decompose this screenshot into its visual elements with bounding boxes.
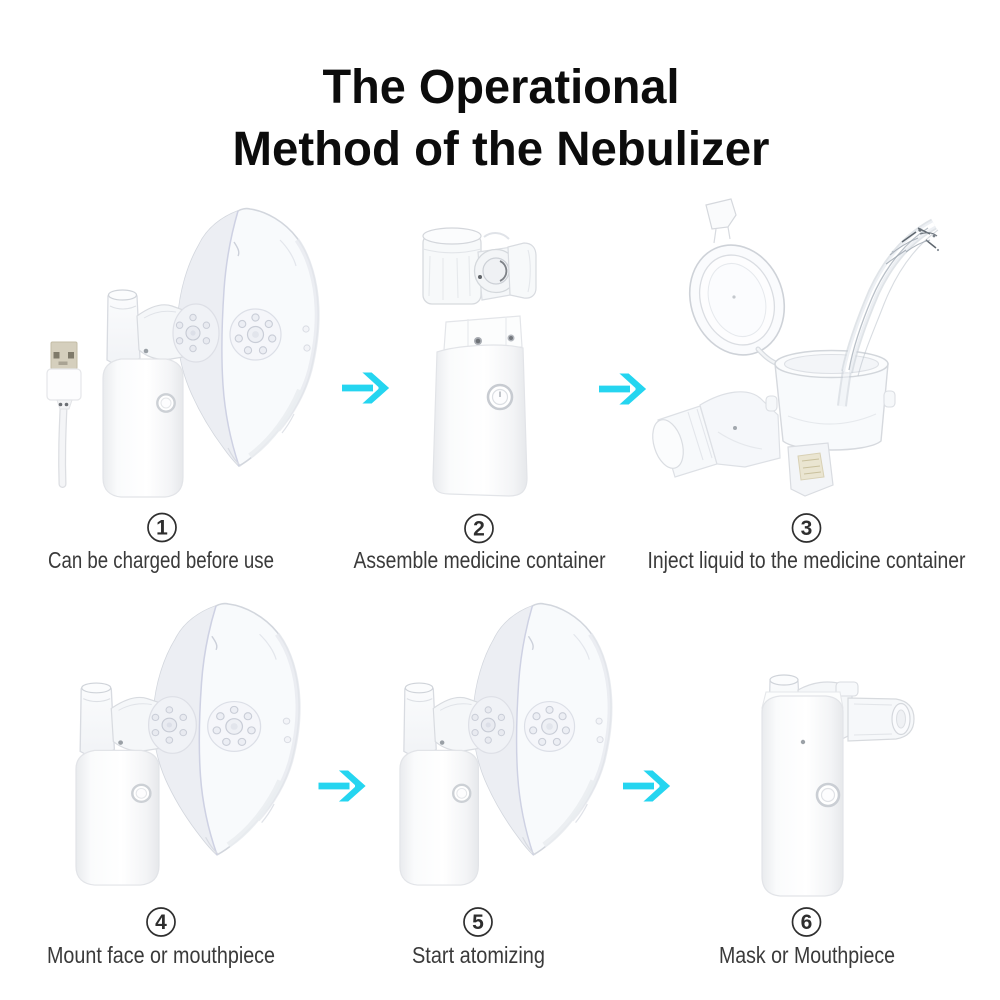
- svg-text:Mask or Mouthpiece: Mask or Mouthpiece: [719, 942, 895, 968]
- svg-text:Inject liquid to the medicine: Inject liquid to the medicine container: [648, 547, 966, 573]
- svg-text:6: 6: [801, 911, 813, 934]
- svg-text:Can be charged before use: Can be charged before use: [48, 547, 274, 573]
- svg-text:4: 4: [155, 911, 167, 934]
- svg-text:1: 1: [156, 517, 168, 540]
- svg-text:Method of the Nebulizer: Method of the Nebulizer: [233, 123, 770, 176]
- svg-text:2: 2: [473, 518, 485, 541]
- svg-text:The Operational: The Operational: [323, 61, 680, 114]
- svg-text:Assemble medicine container: Assemble medicine container: [354, 547, 606, 573]
- svg-text:Start atomizing: Start atomizing: [412, 942, 545, 968]
- svg-text:3: 3: [801, 517, 813, 540]
- svg-text:5: 5: [472, 911, 484, 934]
- svg-text:Mount face or mouthpiece: Mount face or mouthpiece: [47, 942, 275, 968]
